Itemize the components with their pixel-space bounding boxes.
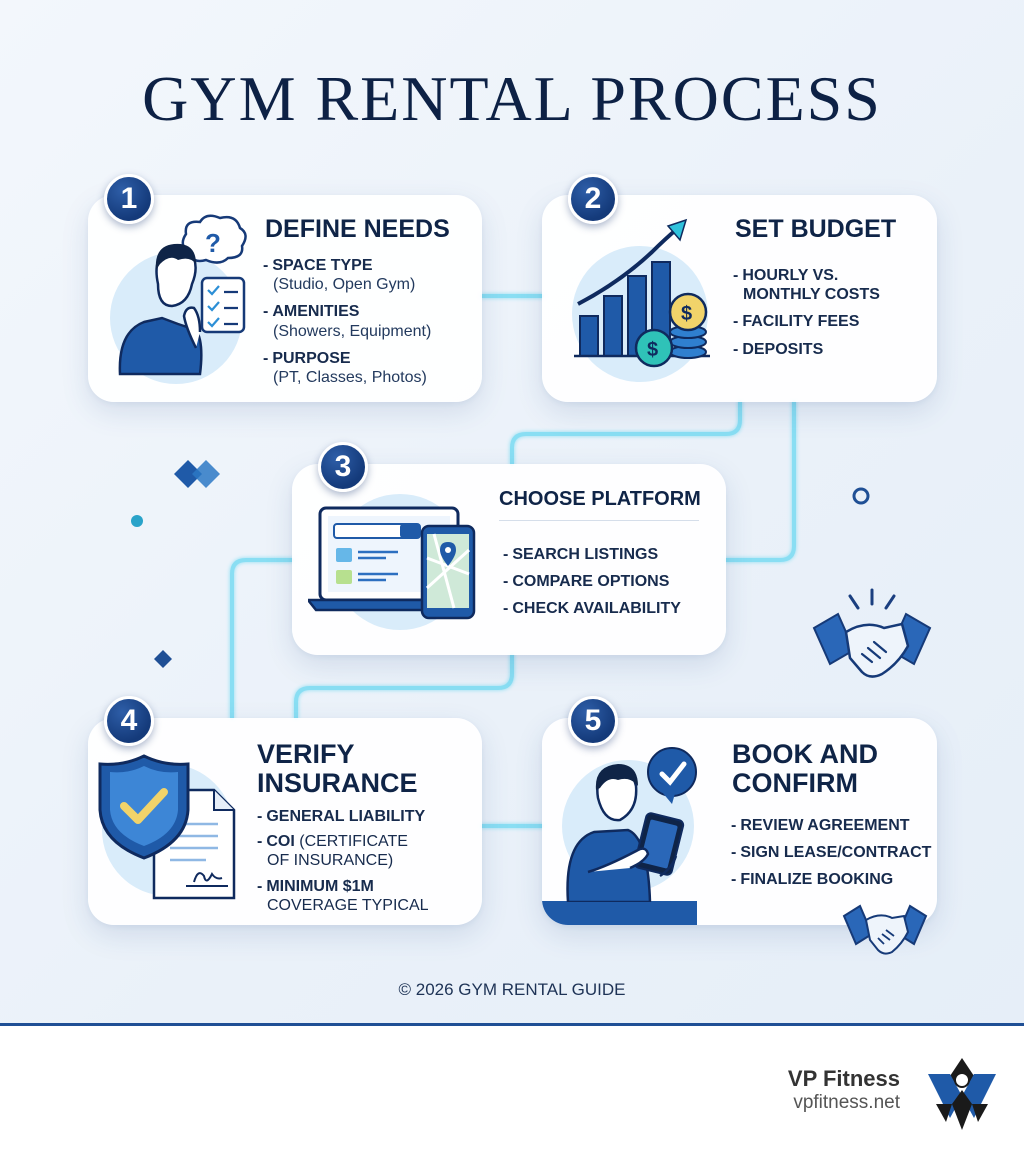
- thinking-person-icon: ?: [110, 214, 247, 384]
- infographic: GYM RENTAL PROCESS: [98, 63, 932, 999]
- step-title-line: BOOK AND: [732, 739, 878, 769]
- step-title: BOOK AND CONFIRM: [732, 739, 878, 799]
- brand-name: VP Fitness: [787, 1066, 900, 1091]
- step-title-line: VERIFY: [257, 739, 355, 769]
- title-divider: [499, 520, 699, 521]
- step-title: SET BUDGET: [735, 215, 897, 243]
- step-title: CHOOSE PLATFORM: [499, 488, 701, 510]
- brand-url[interactable]: vpfitness.net: [793, 1092, 900, 1113]
- list-item: -COMPARE OPTIONS: [503, 573, 670, 591]
- dot-icon: [131, 515, 143, 527]
- handshake-small-icon: [842, 904, 928, 955]
- brand-bar: VP Fitness vpfitness.net: [0, 1026, 1024, 1154]
- list-item: -FACILITY FEES: [733, 313, 860, 331]
- list-item: -AMENITIES(Showers, Equipment): [263, 303, 432, 340]
- list-item: -HOURLY VS.MONTHLY COSTS: [733, 267, 880, 304]
- step-item-list: -SPACE TYPE(Studio, Open Gym) -AMENITIES…: [263, 256, 431, 387]
- handshake-icon: [812, 588, 932, 678]
- step-item-list: -HOURLY VS.MONTHLY COSTS -FACILITY FEES …: [733, 266, 880, 359]
- footer-divider: [0, 1023, 1024, 1026]
- list-item: -DEPOSITS: [733, 340, 824, 358]
- list-item: -FINALIZE BOOKING: [731, 871, 894, 889]
- page-title: GYM RENTAL PROCESS: [142, 63, 882, 134]
- list-item: -CHECK AVAILABILITY: [503, 600, 681, 618]
- connector-lines: [230, 294, 796, 828]
- step-title: VERIFY INSURANCE: [257, 739, 418, 799]
- laptop-phone-map-icon: [308, 494, 476, 630]
- step-number-badge: 1: [104, 174, 154, 224]
- step-number-badge: 5: [568, 696, 618, 746]
- desk-bar: [542, 901, 697, 925]
- diamond-small-icon: [154, 650, 172, 668]
- copyright-footer: © 2026 GYM RENTAL GUIDE: [398, 980, 626, 999]
- list-item: -PURPOSE(PT, Classes, Photos): [263, 349, 427, 386]
- shield-document-icon: [98, 754, 236, 900]
- list-item: -SEARCH LISTINGS: [503, 546, 659, 563]
- step-number-badge: 2: [568, 174, 618, 224]
- step-item-list: -SEARCH LISTINGS -COMPARE OPTIONS -CHECK…: [503, 545, 681, 619]
- diamond-icon: [174, 460, 220, 488]
- step-title-line: CONFIRM: [732, 768, 858, 799]
- list-item: -SIGN LEASE/CONTRACT: [731, 844, 932, 862]
- ring-icon: [852, 487, 870, 505]
- growth-chart-coins-icon: $ $: [572, 218, 710, 382]
- dollar-sign: $: [681, 303, 692, 325]
- step-title: DEFINE NEEDS: [265, 215, 450, 243]
- step-title-line: INSURANCE: [257, 768, 418, 799]
- step-item-list: -REVIEW AGREEMENT -SIGN LEASE/CONTRACT -…: [731, 816, 931, 890]
- step-number-badge: 3: [318, 442, 368, 492]
- step-number-badge: 4: [104, 696, 154, 746]
- dollar-sign: $: [647, 339, 658, 361]
- list-item: -REVIEW AGREEMENT: [731, 817, 910, 834]
- vp-fitness-logo-icon: [928, 1058, 996, 1130]
- question-mark: ?: [205, 228, 221, 258]
- list-item: -SPACE TYPE(Studio, Open Gym): [263, 257, 416, 294]
- list-item: -GENERAL LIABILITY: [257, 808, 426, 825]
- person-tablet-check-icon: [562, 747, 697, 902]
